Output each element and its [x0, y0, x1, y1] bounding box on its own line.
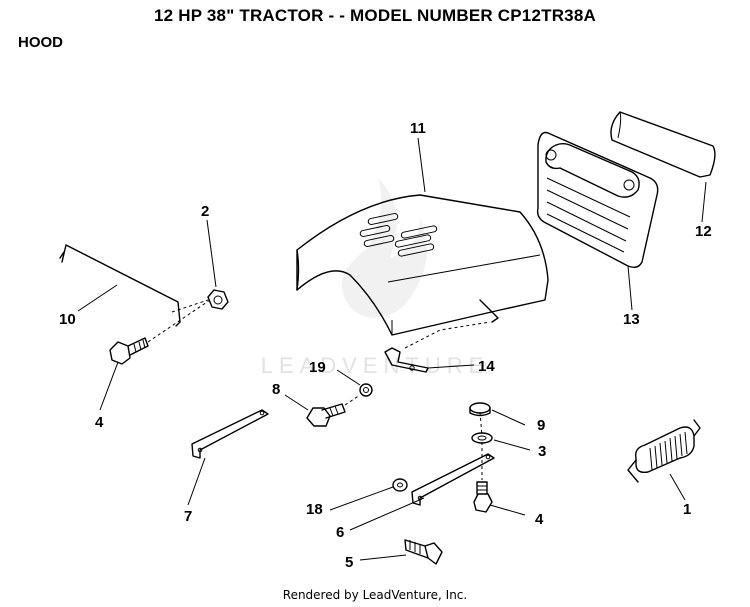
- grille-part[interactable]: [536, 131, 659, 269]
- callout-19: 19: [309, 359, 326, 376]
- spring-part[interactable]: [627, 419, 701, 483]
- callout-3: 3: [538, 443, 546, 460]
- hood-part[interactable]: [296, 194, 549, 336]
- strap-7-part[interactable]: [191, 409, 269, 459]
- leader-lines: [77, 137, 707, 561]
- callout-5: 5: [345, 554, 353, 571]
- callout-4-right: 4: [535, 511, 544, 528]
- bolt-right-part[interactable]: [473, 481, 493, 513]
- callout-6: 6: [336, 524, 344, 541]
- diagram-title: 12 HP 38" TRACTOR - - MODEL NUMBER CP12T…: [154, 6, 596, 25]
- callout-4-left: 4: [95, 414, 104, 431]
- bracket-part[interactable]: [384, 347, 429, 373]
- callouts: 11 2 12 10 13 4 19 14 8 9 3 7 1 18 4 6 5: [59, 120, 712, 571]
- watermark-logo: LEADVENTURE: [261, 178, 490, 378]
- callout-7: 7: [184, 508, 192, 525]
- callout-8: 8: [272, 381, 280, 398]
- bolt-5-part[interactable]: [404, 539, 443, 565]
- washer-3-part[interactable]: [471, 432, 493, 444]
- lockwasher-part[interactable]: [359, 383, 373, 397]
- lens-part[interactable]: [610, 111, 716, 178]
- bolt-left-part[interactable]: [109, 337, 149, 365]
- rod-part[interactable]: [59, 244, 181, 327]
- callout-14: 14: [478, 358, 495, 375]
- callout-2: 2: [201, 203, 209, 220]
- callout-13: 13: [623, 311, 640, 328]
- footer-credit: Rendered by LeadVenture, Inc.: [282, 588, 468, 602]
- section-label: HOOD: [18, 34, 63, 51]
- callout-12: 12: [695, 223, 712, 240]
- callout-1: 1: [683, 501, 691, 518]
- callout-11: 11: [410, 120, 426, 137]
- bolt-8-part[interactable]: [306, 403, 346, 427]
- watermark-text: LEADVENTURE: [261, 353, 490, 378]
- nut-part[interactable]: [207, 289, 229, 310]
- callout-10: 10: [59, 311, 76, 328]
- callout-9: 9: [537, 417, 545, 434]
- washer-18-part[interactable]: [392, 478, 408, 492]
- callout-18: 18: [306, 501, 323, 518]
